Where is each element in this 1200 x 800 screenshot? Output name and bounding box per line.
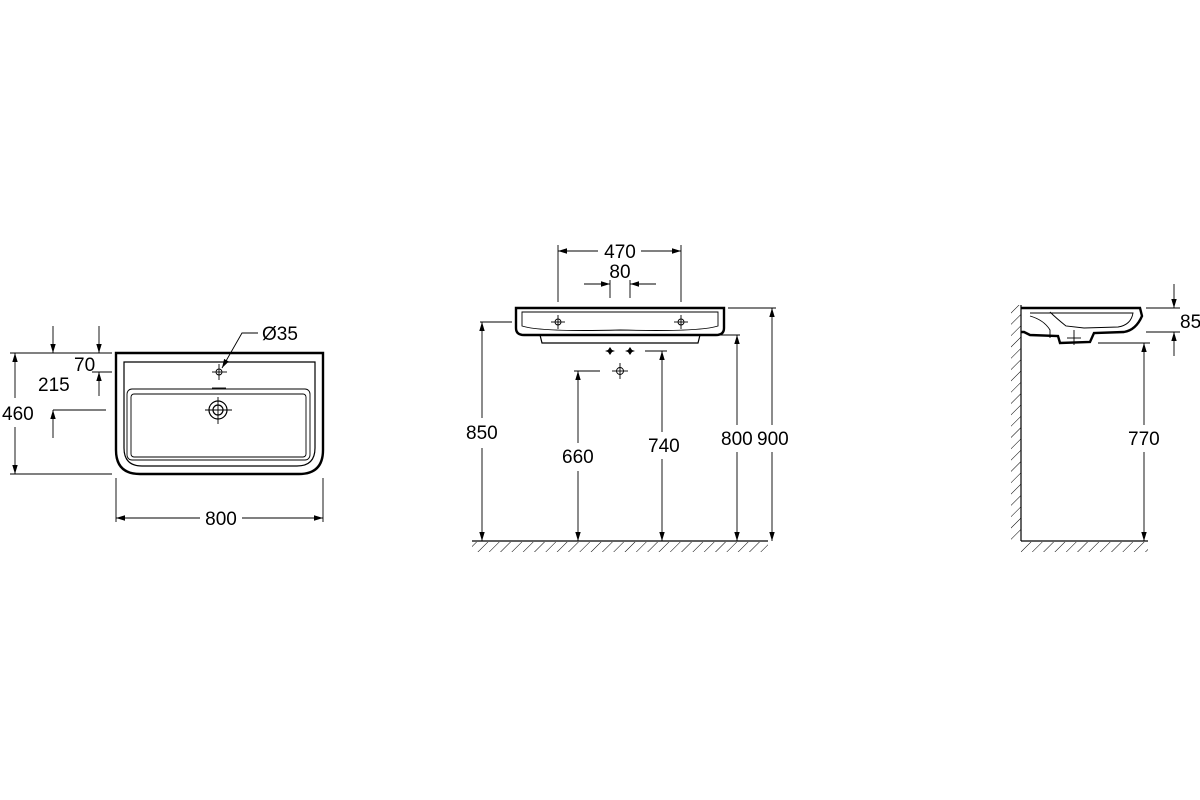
depth-dim-label: 460 [2,404,34,425]
supply-mark-left [605,347,615,355]
supply-mark-right [625,347,635,355]
tap-mark-left [551,315,565,329]
basin-outer-outline [114,351,325,476]
drain-hole [205,397,232,424]
dim-740-label: 740 [648,436,680,457]
basin-rim-outline [123,361,316,467]
tap-offset-dim-label: 70 [74,355,95,376]
dim-800-label: 800 [721,429,753,450]
dim-85-label: 85 [1180,312,1200,333]
basin-front-inner [521,311,719,331]
basin-side-outline [1021,306,1144,345]
tap-mark-right [674,315,688,329]
drain-mark-front [612,363,628,379]
dim-900-label: 900 [757,429,789,450]
basin-bowl-outline [126,388,311,461]
basin-side-inner [1030,311,1134,329]
dim-770-label: 770 [1128,429,1160,450]
inner-spacing-dim-label: 80 [609,262,630,283]
basin-bowl-inner-outline [130,393,307,458]
dim-660-label: 660 [562,447,594,468]
floor-hatch-side [1021,542,1148,552]
floor-hatch-front [472,542,768,552]
diameter-leader [221,332,258,369]
outer-spacing-dim-label: 470 [604,242,636,263]
tap-hole-mark [212,364,227,380]
drain-offset-dim-label: 215 [38,375,70,396]
front-view: 470 80 850 660 740 800 900 [466,242,789,552]
dim-850-label: 850 [466,423,498,444]
side-view: 85 770 [1011,284,1200,552]
width-dim-label: 800 [205,509,237,530]
tap-diameter-label: Ø35 [262,324,298,345]
basin-side-bowl [1029,315,1051,338]
wall-hatch [1011,305,1021,541]
basin-front-lower-body [539,334,701,344]
top-view: Ø35 800 460 215 70 [2,324,325,530]
